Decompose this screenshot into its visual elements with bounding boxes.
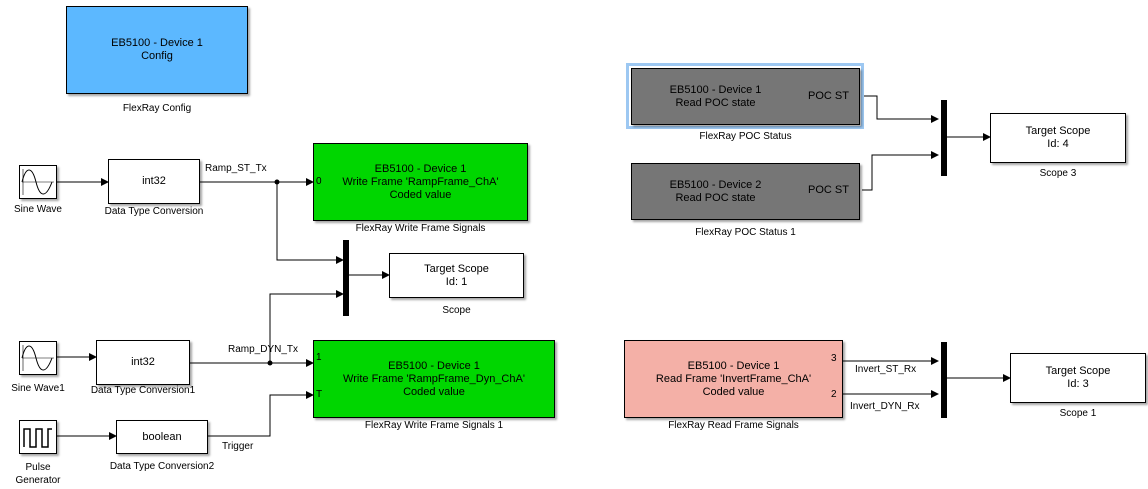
output-port-label: POC ST <box>808 184 849 196</box>
block-caption: Scope 1 <box>1059 408 1097 419</box>
signal-label: Invert_ST_Rx <box>855 364 917 375</box>
block-text: Write Frame 'RampFrame_Dyn_ChA' <box>343 372 525 385</box>
block-caption: Data Type Conversion2 <box>109 461 215 472</box>
flexray-read-frame-block[interactable]: EB5100 - Device 1 Read Frame 'InvertFram… <box>624 340 843 418</box>
line-poc-st-1 <box>862 151 939 191</box>
data-type-conversion2-block[interactable]: boolean <box>116 420 208 454</box>
output-port-label: 3 <box>831 353 837 364</box>
block-text: Coded value <box>389 188 452 201</box>
sine-wave-block[interactable] <box>19 165 57 199</box>
line-ramp-dyn-branch <box>269 290 344 363</box>
block-text: EB5100 - Device 1 <box>669 83 762 96</box>
selection-highlight <box>626 63 864 129</box>
signal-label: Invert_DYN_Rx <box>850 401 920 412</box>
input-port-label: 1 <box>316 352 322 363</box>
target-scope1-block[interactable]: Target Scope Id: 3 <box>1010 353 1146 403</box>
target-scope3-block[interactable]: Target Scope Id: 4 <box>990 113 1126 163</box>
signal-label: Ramp_DYN_Tx <box>228 344 299 355</box>
output-port-label: POC ST <box>808 90 849 102</box>
block-text: Coded value <box>403 385 465 398</box>
flexray-poc-status1-block[interactable]: EB5100 - Device 2 Read POC state <box>631 163 860 220</box>
branch-point <box>267 360 273 366</box>
input-port-label: T <box>316 389 323 400</box>
target-scope-block[interactable]: Target Scope Id: 1 <box>389 253 524 298</box>
mux-block[interactable] <box>941 100 947 176</box>
block-caption: Scope 3 <box>1039 168 1077 179</box>
block-caption: Data Type Conversion <box>104 206 204 217</box>
line-trigger <box>208 391 314 437</box>
flexray-poc-status-block[interactable]: EB5100 - Device 1 Read POC state <box>631 68 860 125</box>
block-caption: Sine Wave <box>14 204 62 215</box>
block-caption: FlexRay Read Frame Signals <box>668 420 799 431</box>
pulse-icon <box>23 428 52 448</box>
block-caption: Data Type Conversion1 <box>90 385 196 396</box>
branch-point <box>274 179 280 185</box>
block-text: EB5100 - Device 2 <box>669 178 762 191</box>
signal-label: Ramp_ST_Tx <box>205 163 267 174</box>
block-text: Read POC state <box>675 191 756 204</box>
block-caption: Scope <box>442 305 471 316</box>
block-text: Target Scope <box>424 262 489 275</box>
flexray-write-frame1-block[interactable]: EB5100 - Device 1 Write Frame 'RampFrame… <box>313 340 555 418</box>
block-text: Target Scope <box>1025 125 1091 137</box>
output-port-label: 2 <box>831 389 837 400</box>
block-text: Write Frame 'RampFrame_ChA' <box>342 175 499 188</box>
sine-wave1-block[interactable] <box>19 341 57 375</box>
block-caption: Generator <box>15 475 61 486</box>
sine-icon <box>21 345 54 371</box>
block-text: Id: 1 <box>445 275 468 288</box>
block-caption: Sine Wave1 <box>11 383 65 394</box>
block-text: Coded value <box>702 385 765 398</box>
data-type-conversion1-block[interactable]: int32 <box>96 340 190 385</box>
flexray-config-block[interactable]: EB5100 - Device 1 Config <box>66 6 248 94</box>
line-ramp-st-branch <box>276 182 344 264</box>
block-text: Config <box>141 50 173 62</box>
pulse-generator-block[interactable] <box>19 420 57 454</box>
block-text: EB5100 - Device 1 <box>111 37 203 49</box>
block-caption: FlexRay Write Frame Signals <box>355 223 486 234</box>
block-text: EB5100 - Device 1 <box>687 359 780 372</box>
block-text: int32 <box>142 175 166 187</box>
line-poc-st <box>862 95 939 123</box>
block-text: EB5100 - Device 1 <box>374 162 467 175</box>
block-text: EB5100 - Device 1 <box>388 359 480 372</box>
flexray-write-frame-block[interactable]: EB5100 - Device 1 Write Frame 'RampFrame… <box>313 143 528 221</box>
block-caption: FlexRay POC Status <box>699 131 792 142</box>
block-caption: FlexRay POC Status 1 <box>695 227 796 238</box>
block-caption: FlexRay Config <box>122 103 192 114</box>
block-text: int32 <box>131 356 155 368</box>
input-port-label: 0 <box>316 176 322 187</box>
block-caption: Pulse <box>25 462 51 473</box>
block-caption: FlexRay Write Frame Signals 1 <box>364 420 504 431</box>
sine-icon <box>21 169 54 195</box>
block-text: boolean <box>142 430 182 443</box>
block-text: Read Frame 'InvertFrame_ChA' <box>655 372 812 385</box>
block-text: Read POC state <box>675 96 756 109</box>
block-text: Target Scope <box>1045 365 1111 377</box>
mux-block[interactable] <box>941 342 947 418</box>
block-text: Id: 4 <box>1047 138 1069 150</box>
signal-label: Trigger <box>222 441 254 452</box>
data-type-conversion-block[interactable]: int32 <box>108 159 200 204</box>
block-text: Id: 3 <box>1067 378 1089 390</box>
mux-block[interactable] <box>343 240 349 316</box>
